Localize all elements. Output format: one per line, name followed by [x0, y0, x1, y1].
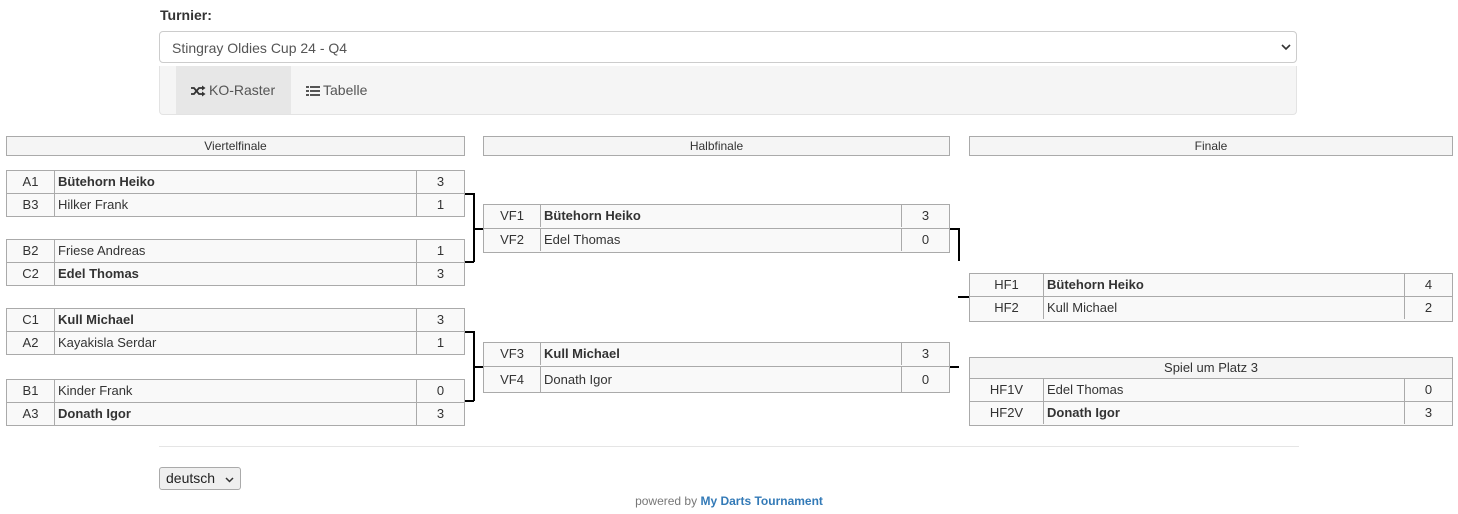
player-score: 3	[901, 343, 949, 365]
turnier-label: Turnier:	[160, 7, 212, 23]
player-score: 1	[416, 194, 464, 216]
match-row: C1 Kull Michael 3	[6, 308, 465, 332]
seed-id: VF2	[484, 229, 541, 251]
player-name: Donath Igor	[544, 372, 612, 387]
player-name: Bütehorn Heiko	[1047, 277, 1144, 292]
seed-id: A2	[7, 332, 55, 354]
player-score: 1	[416, 240, 464, 262]
tab-tabelle-label: Tabelle	[323, 82, 368, 98]
seed-id: HF1V	[970, 379, 1044, 401]
seed-id: VF1	[484, 205, 541, 227]
match-row: HF1 Bütehorn Heiko 4	[969, 273, 1453, 297]
player-name: Donath Igor	[58, 406, 131, 421]
player-score: 3	[416, 309, 464, 331]
player-score: 0	[901, 229, 949, 251]
player-name: Kull Michael	[1047, 300, 1118, 315]
round-header-halbfinale: Halbfinale	[483, 136, 950, 156]
connector-line	[465, 261, 474, 263]
match-row: B2 Friese Andreas 1	[6, 239, 465, 263]
connector-line	[958, 228, 960, 261]
player-name: Edel Thomas	[1047, 382, 1124, 397]
shuffle-icon	[191, 85, 206, 97]
match-row: B1 Kinder Frank 0	[6, 379, 465, 403]
tab-ko-raster[interactable]: KO-Raster	[176, 66, 291, 114]
player-score: 3	[416, 171, 464, 193]
seed-id: A1	[7, 171, 55, 193]
seed-id: HF2V	[970, 402, 1044, 424]
round-header-viertelfinale: Viertelfinale	[6, 136, 465, 156]
seed-id: B3	[7, 194, 55, 216]
brand-link[interactable]: My Darts Tournament	[700, 494, 823, 508]
player-name: Edel Thomas	[58, 266, 139, 281]
round-header-finale: Finale	[969, 136, 1453, 156]
player-score: 3	[416, 263, 464, 285]
player-score: 0	[901, 367, 949, 392]
seed-id: C2	[7, 263, 55, 285]
match-row: A1 Bütehorn Heiko 3	[6, 170, 465, 194]
chevron-down-icon	[225, 477, 234, 483]
player-score: 0	[1404, 379, 1452, 401]
connector-line	[473, 193, 475, 262]
player-score: 3	[1404, 402, 1452, 424]
seed-id: HF1	[970, 274, 1044, 296]
connector-line	[474, 366, 483, 368]
match-row: VF1 Bütehorn Heiko 3	[483, 204, 950, 229]
player-score: 3	[416, 403, 464, 425]
match-row: HF1V Edel Thomas 0	[969, 378, 1453, 402]
seed-id: VF4	[484, 367, 541, 392]
seed-id: A3	[7, 403, 55, 425]
view-tabs: KO-Raster Tabelle	[159, 66, 1297, 115]
connector-line	[950, 366, 959, 368]
match-row: VF3 Kull Michael 3	[483, 342, 950, 367]
connector-line	[465, 193, 474, 195]
player-name: Bütehorn Heiko	[544, 208, 641, 223]
connector-line	[958, 296, 969, 298]
player-name: Donath Igor	[1047, 405, 1120, 420]
seed-id: HF2	[970, 297, 1044, 319]
player-score: 3	[901, 205, 949, 227]
match-row: B3 Hilker Frank 1	[6, 193, 465, 217]
language-select[interactable]: deutsch	[159, 467, 241, 490]
chevron-down-icon	[1281, 44, 1291, 51]
seed-id: B1	[7, 380, 55, 402]
powered-by-footer: powered by My Darts Tournament	[0, 494, 1458, 508]
player-name: Friese Andreas	[58, 243, 146, 258]
tournament-select[interactable]: Stingray Oldies Cup 24 - Q4	[159, 31, 1297, 63]
connector-line	[465, 331, 474, 333]
match-row: C2 Edel Thomas 3	[6, 262, 465, 286]
match-row: A2 Kayakisla Serdar 1	[6, 331, 465, 355]
connector-line	[465, 400, 474, 402]
powered-by-text: powered by	[635, 494, 698, 508]
seed-id: B2	[7, 240, 55, 262]
player-name: Kayakisla Serdar	[58, 335, 157, 350]
tab-ko-raster-label: KO-Raster	[209, 82, 276, 98]
third-place-header: Spiel um Platz 3	[969, 357, 1453, 379]
match-row: HF2V Donath Igor 3	[969, 401, 1453, 426]
seed-id: VF3	[484, 343, 541, 365]
match-row: VF2 Edel Thomas 0	[483, 228, 950, 253]
player-name: Kinder Frank	[58, 383, 133, 398]
player-name: Edel Thomas	[544, 232, 621, 247]
player-name: Hilker Frank	[58, 197, 129, 212]
player-score: 0	[416, 380, 464, 402]
player-score: 2	[1404, 297, 1452, 319]
footer-divider	[159, 446, 1299, 447]
list-icon	[306, 86, 320, 97]
language-select-value: deutsch	[166, 470, 216, 486]
connector-line	[950, 228, 959, 230]
connector-line	[474, 228, 483, 230]
player-score: 1	[416, 332, 464, 354]
match-row: VF4 Donath Igor 0	[483, 366, 950, 393]
seed-id: C1	[7, 309, 55, 331]
player-score: 4	[1404, 274, 1452, 296]
tab-tabelle[interactable]: Tabelle	[291, 66, 391, 114]
match-row: HF2 Kull Michael 2	[969, 296, 1453, 322]
tournament-select-value: Stingray Oldies Cup 24 - Q4	[172, 40, 348, 56]
match-row: A3 Donath Igor 3	[6, 402, 465, 426]
player-name: Kull Michael	[544, 346, 620, 361]
player-name: Bütehorn Heiko	[58, 174, 155, 189]
player-name: Kull Michael	[58, 312, 134, 327]
